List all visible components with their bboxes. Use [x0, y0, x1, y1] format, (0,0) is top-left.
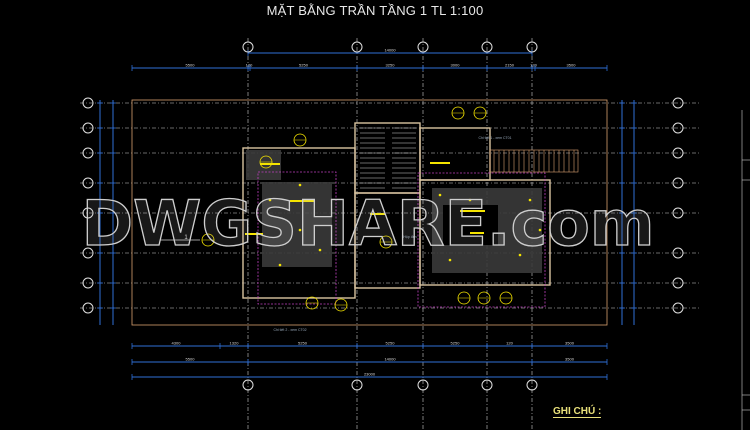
downlight — [448, 258, 452, 262]
dimension-label: 120 — [530, 63, 537, 68]
ceiling-boundaries — [257, 171, 546, 308]
grid-bubble — [672, 122, 684, 134]
drawing-title: MẶT BẰNG TRẦN TẦNG 1 TL 1:100 — [266, 3, 484, 18]
site-boundary — [131, 99, 608, 326]
grid-bubble — [526, 41, 538, 53]
dimension-label: 5250 — [299, 63, 309, 68]
grid-bubble — [351, 41, 363, 53]
grid-bubble — [672, 97, 684, 109]
linear-light — [460, 210, 485, 212]
stairs — [360, 127, 416, 189]
dimension-label: 14000 — [384, 357, 396, 362]
grid-bubble — [672, 302, 684, 314]
grid-bubble — [672, 207, 684, 219]
grid-bubble — [481, 41, 493, 53]
dimension-label: 4300 — [172, 341, 182, 346]
dimension-label: 3500 — [567, 63, 577, 68]
grid-bubble — [82, 247, 94, 259]
downlight — [468, 198, 472, 202]
downlight — [268, 198, 272, 202]
grid-bubble — [481, 379, 493, 391]
downlight — [298, 228, 302, 232]
dimension-label: 23000 — [364, 372, 376, 377]
grid-bubble — [82, 207, 94, 219]
linear-light — [260, 163, 280, 165]
section-marker: 1 — [160, 235, 200, 241]
grid-bubble — [351, 379, 363, 391]
grid-bubble — [526, 379, 538, 391]
linear-light — [470, 232, 484, 234]
dimension-lines: 14000 5500 120 5250 3250 3000 2150 120 3500 4300 1… — [97, 48, 637, 380]
dimension-label: 2150 — [505, 63, 515, 68]
grid-bubble — [417, 379, 429, 391]
light-fixtures — [201, 106, 542, 312]
dimension-label: 3500 — [565, 341, 575, 346]
grid-bubble — [242, 379, 254, 391]
downlight — [528, 198, 532, 202]
grid-bubble — [242, 41, 254, 53]
grid-bubble — [82, 97, 94, 109]
grid-bubble — [82, 147, 94, 159]
downlight — [298, 183, 302, 187]
grid-bubble — [82, 277, 94, 289]
dimension-label: 3500 — [565, 357, 575, 362]
grid-bubble — [672, 277, 684, 289]
dimension-label: 3250 — [386, 63, 396, 68]
dimension-label: 120 — [246, 63, 253, 68]
grid-bubble — [82, 177, 94, 189]
linear-light — [370, 213, 385, 215]
notes-heading: GHI CHÚ : — [553, 406, 602, 418]
dimension-label: 5500 — [186, 63, 196, 68]
grid-bubble — [82, 302, 94, 314]
dimension-label: 120 — [506, 341, 513, 346]
dimension-label: 5500 — [186, 357, 196, 362]
downlight — [538, 228, 542, 232]
balcony-railing — [489, 149, 579, 173]
svg-text:1: 1 — [184, 235, 188, 241]
downlight — [518, 253, 522, 257]
grid-bubble — [82, 122, 94, 134]
dimension-label: 3000 — [451, 63, 461, 68]
dimension-label: 5250 — [298, 341, 308, 346]
watermark: DWGSHARE.com — [82, 187, 655, 260]
callout-detail-1: Chi tiết 1 - xem CT01 — [478, 136, 511, 140]
grid-bubble — [672, 247, 684, 259]
grid-bubbles — [82, 41, 684, 391]
linear-light — [290, 200, 315, 202]
dimension-label: 14000 — [384, 48, 396, 53]
grid-bubble — [417, 41, 429, 53]
linear-light — [245, 233, 263, 235]
downlight — [438, 193, 442, 197]
callout-detail-2: Chi tiết 2 - xem CT02 — [273, 328, 306, 332]
dimension-label: 5250 — [451, 341, 461, 346]
grid-bubble — [672, 147, 684, 159]
downlight — [318, 248, 322, 252]
grid-bubble — [672, 177, 684, 189]
dimension-label: 5250 — [386, 341, 396, 346]
dimension-label: 1320 — [230, 341, 240, 346]
downlight — [278, 263, 282, 267]
callout-light-box: Hộp đèn — [403, 235, 416, 239]
linear-light — [430, 162, 450, 164]
title-block — [741, 110, 750, 430]
